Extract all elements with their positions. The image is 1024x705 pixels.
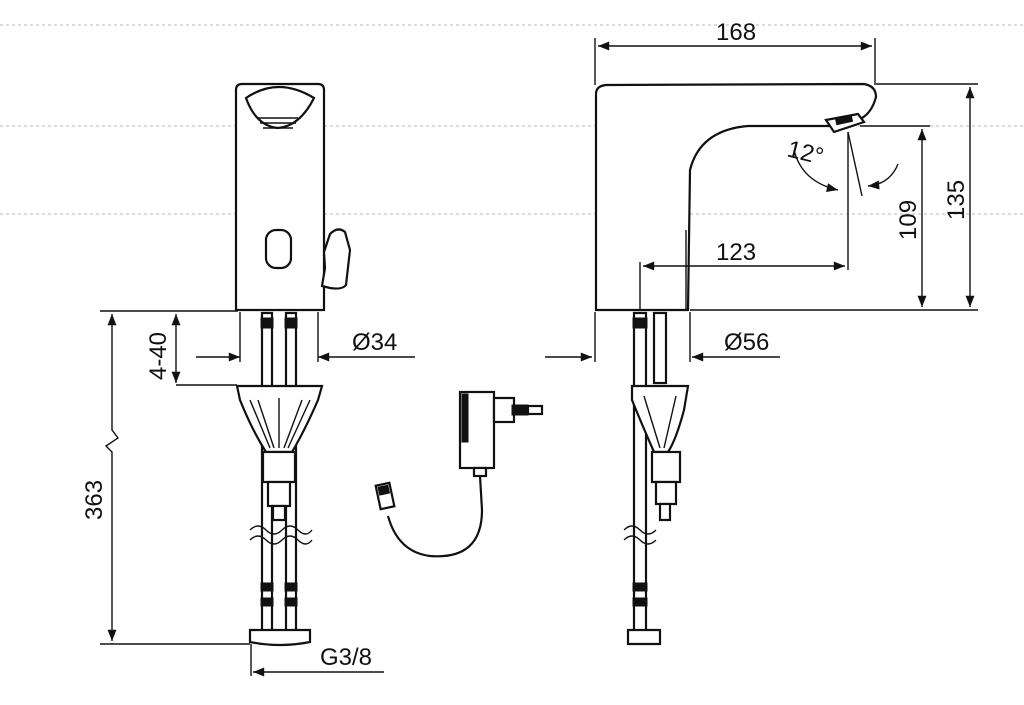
- dim-spout-reach: 123: [716, 239, 756, 266]
- dim-total-height: 135: [943, 180, 970, 220]
- power-adapter: [374, 390, 544, 558]
- spout-outlet-front: [244, 86, 316, 130]
- dim-body-diameter-side: Ø56: [724, 329, 769, 356]
- thread-fitting-side: [626, 628, 662, 646]
- side-view: [594, 82, 878, 646]
- clamp-nut-front: [261, 450, 297, 484]
- dim-deck-thickness: 4-40: [145, 332, 172, 380]
- dim-body-diameter-front: Ø34: [352, 329, 397, 356]
- faucet-body-side: [594, 82, 878, 312]
- dim-hose-length: 363: [81, 480, 108, 520]
- front-dimensions: [100, 310, 415, 677]
- dim-spout-height: 109: [895, 200, 922, 240]
- front-view: [234, 82, 352, 647]
- dim-spout-angle: 12°: [785, 136, 827, 171]
- dim-connection-thread: G3/8: [320, 644, 372, 671]
- adapter-cable: [386, 475, 484, 558]
- clamp-nut-side: [650, 450, 682, 484]
- thread-fitting-front: [248, 628, 312, 647]
- sensor-window-icon: [264, 228, 293, 270]
- dim-overall-length: 168: [716, 19, 756, 46]
- handle-lever-front: [320, 228, 352, 290]
- faucet-body-front: [234, 82, 326, 312]
- side-dimensions: [545, 38, 978, 362]
